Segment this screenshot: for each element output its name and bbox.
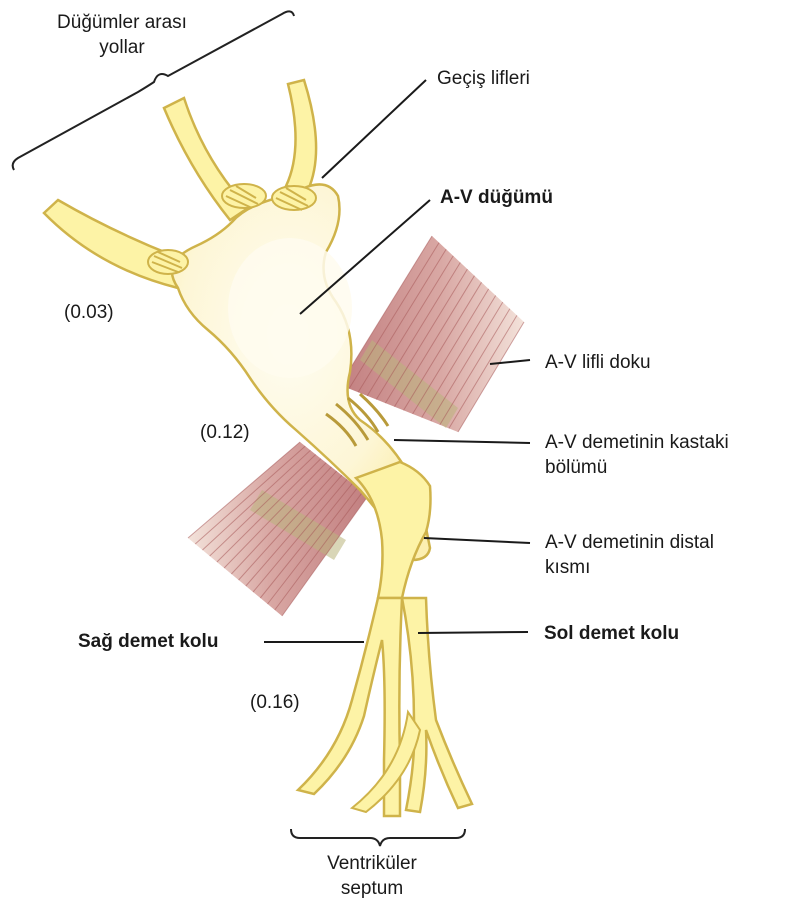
leader-distal xyxy=(424,538,530,543)
his-bundle-stem xyxy=(356,462,431,598)
leader-left-bundle xyxy=(418,632,528,633)
label-distal-line-1: A-V demetinin distal xyxy=(545,530,714,555)
septum-brace xyxy=(291,829,465,846)
label-septum-line-2: septum xyxy=(312,876,432,901)
label-ventricular-septum: Ventriküler septum xyxy=(312,851,432,901)
label-internodal-pathways: Düğümler arası yollar xyxy=(32,10,212,60)
label-penetrating-line-2: bölümü xyxy=(545,455,729,480)
label-internodal-line-1: Düğümler arası xyxy=(32,10,212,35)
label-distal-line-2: kısmı xyxy=(545,555,714,580)
leader-penetrating xyxy=(394,440,530,443)
label-penetrating-line-1: A-V demetinin kastaki xyxy=(545,430,729,455)
internodal-branch-middle-right xyxy=(286,80,316,190)
label-value-003: (0.03) xyxy=(64,300,114,325)
label-penetrating-bundle: A-V demetinin kastaki bölümü xyxy=(545,430,729,480)
label-transitional-fibers: Geçiş lifleri xyxy=(437,66,530,91)
label-internodal-line-2: yollar xyxy=(32,35,212,60)
label-right-bundle-branch: Sağ demet kolu xyxy=(78,629,218,654)
left-bundle-branch xyxy=(402,598,472,812)
leader-transitional xyxy=(322,80,426,178)
label-left-bundle-branch: Sol demet kolu xyxy=(544,621,679,646)
label-value-016: (0.16) xyxy=(250,690,300,715)
label-av-fibrous-tissue: A-V lifli doku xyxy=(545,350,651,375)
label-value-012: (0.12) xyxy=(200,420,250,445)
label-av-node: A-V düğümü xyxy=(440,185,553,210)
label-septum-line-1: Ventriküler xyxy=(312,851,432,876)
label-distal-bundle: A-V demetinin distal kısmı xyxy=(545,530,714,580)
